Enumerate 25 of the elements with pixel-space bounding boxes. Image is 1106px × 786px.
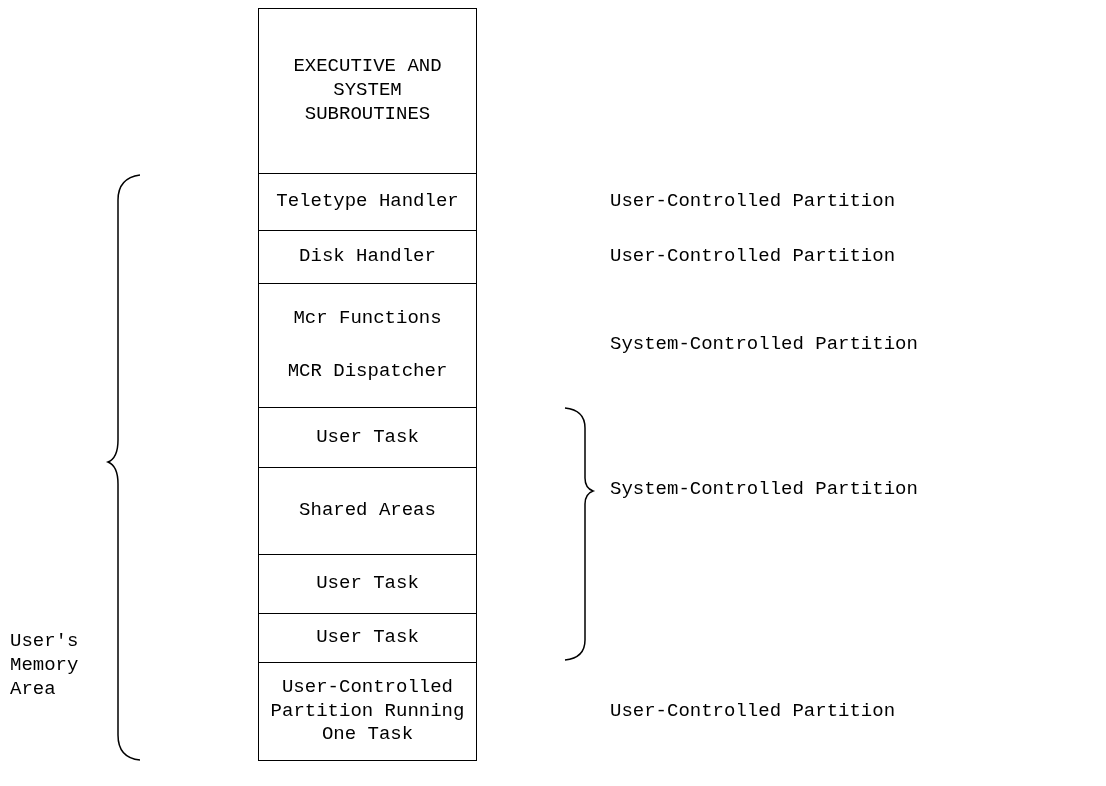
bracket-label: System-Controlled Partition [610,478,919,502]
block-text: MCR Dispatcher [287,360,448,385]
block-text: User Task [316,572,419,596]
memory-block [258,613,477,663]
memory-block [258,662,477,761]
block-text: Shared Areas [299,499,436,523]
bracket-label: System-Controlled Partition [610,333,919,357]
bracket-label: User-Controlled Partition [610,245,897,269]
block-text: Mcr Functions [293,306,442,331]
memory-block [258,230,477,284]
memory-block [258,283,477,408]
memory-block [258,554,477,614]
block-text: Disk Handler [299,245,436,269]
block-text: User-Controlled Partition Running One Task [270,675,465,748]
block-text: User Task [316,425,419,450]
bracket-label: User's Memory Area [10,630,80,702]
memory-block [258,467,477,555]
memory-block [258,8,477,174]
bracket-label: User-Controlled Partition [610,700,897,724]
block-text: EXECUTIVE AND SYSTEM SUBROUTINES [292,55,443,127]
memory-block [258,407,477,468]
block-text: Teletype Handler [276,190,459,214]
bracket-label: User-Controlled Partition [610,190,897,214]
memory-block [258,173,477,231]
block-text: User Task [316,626,419,650]
